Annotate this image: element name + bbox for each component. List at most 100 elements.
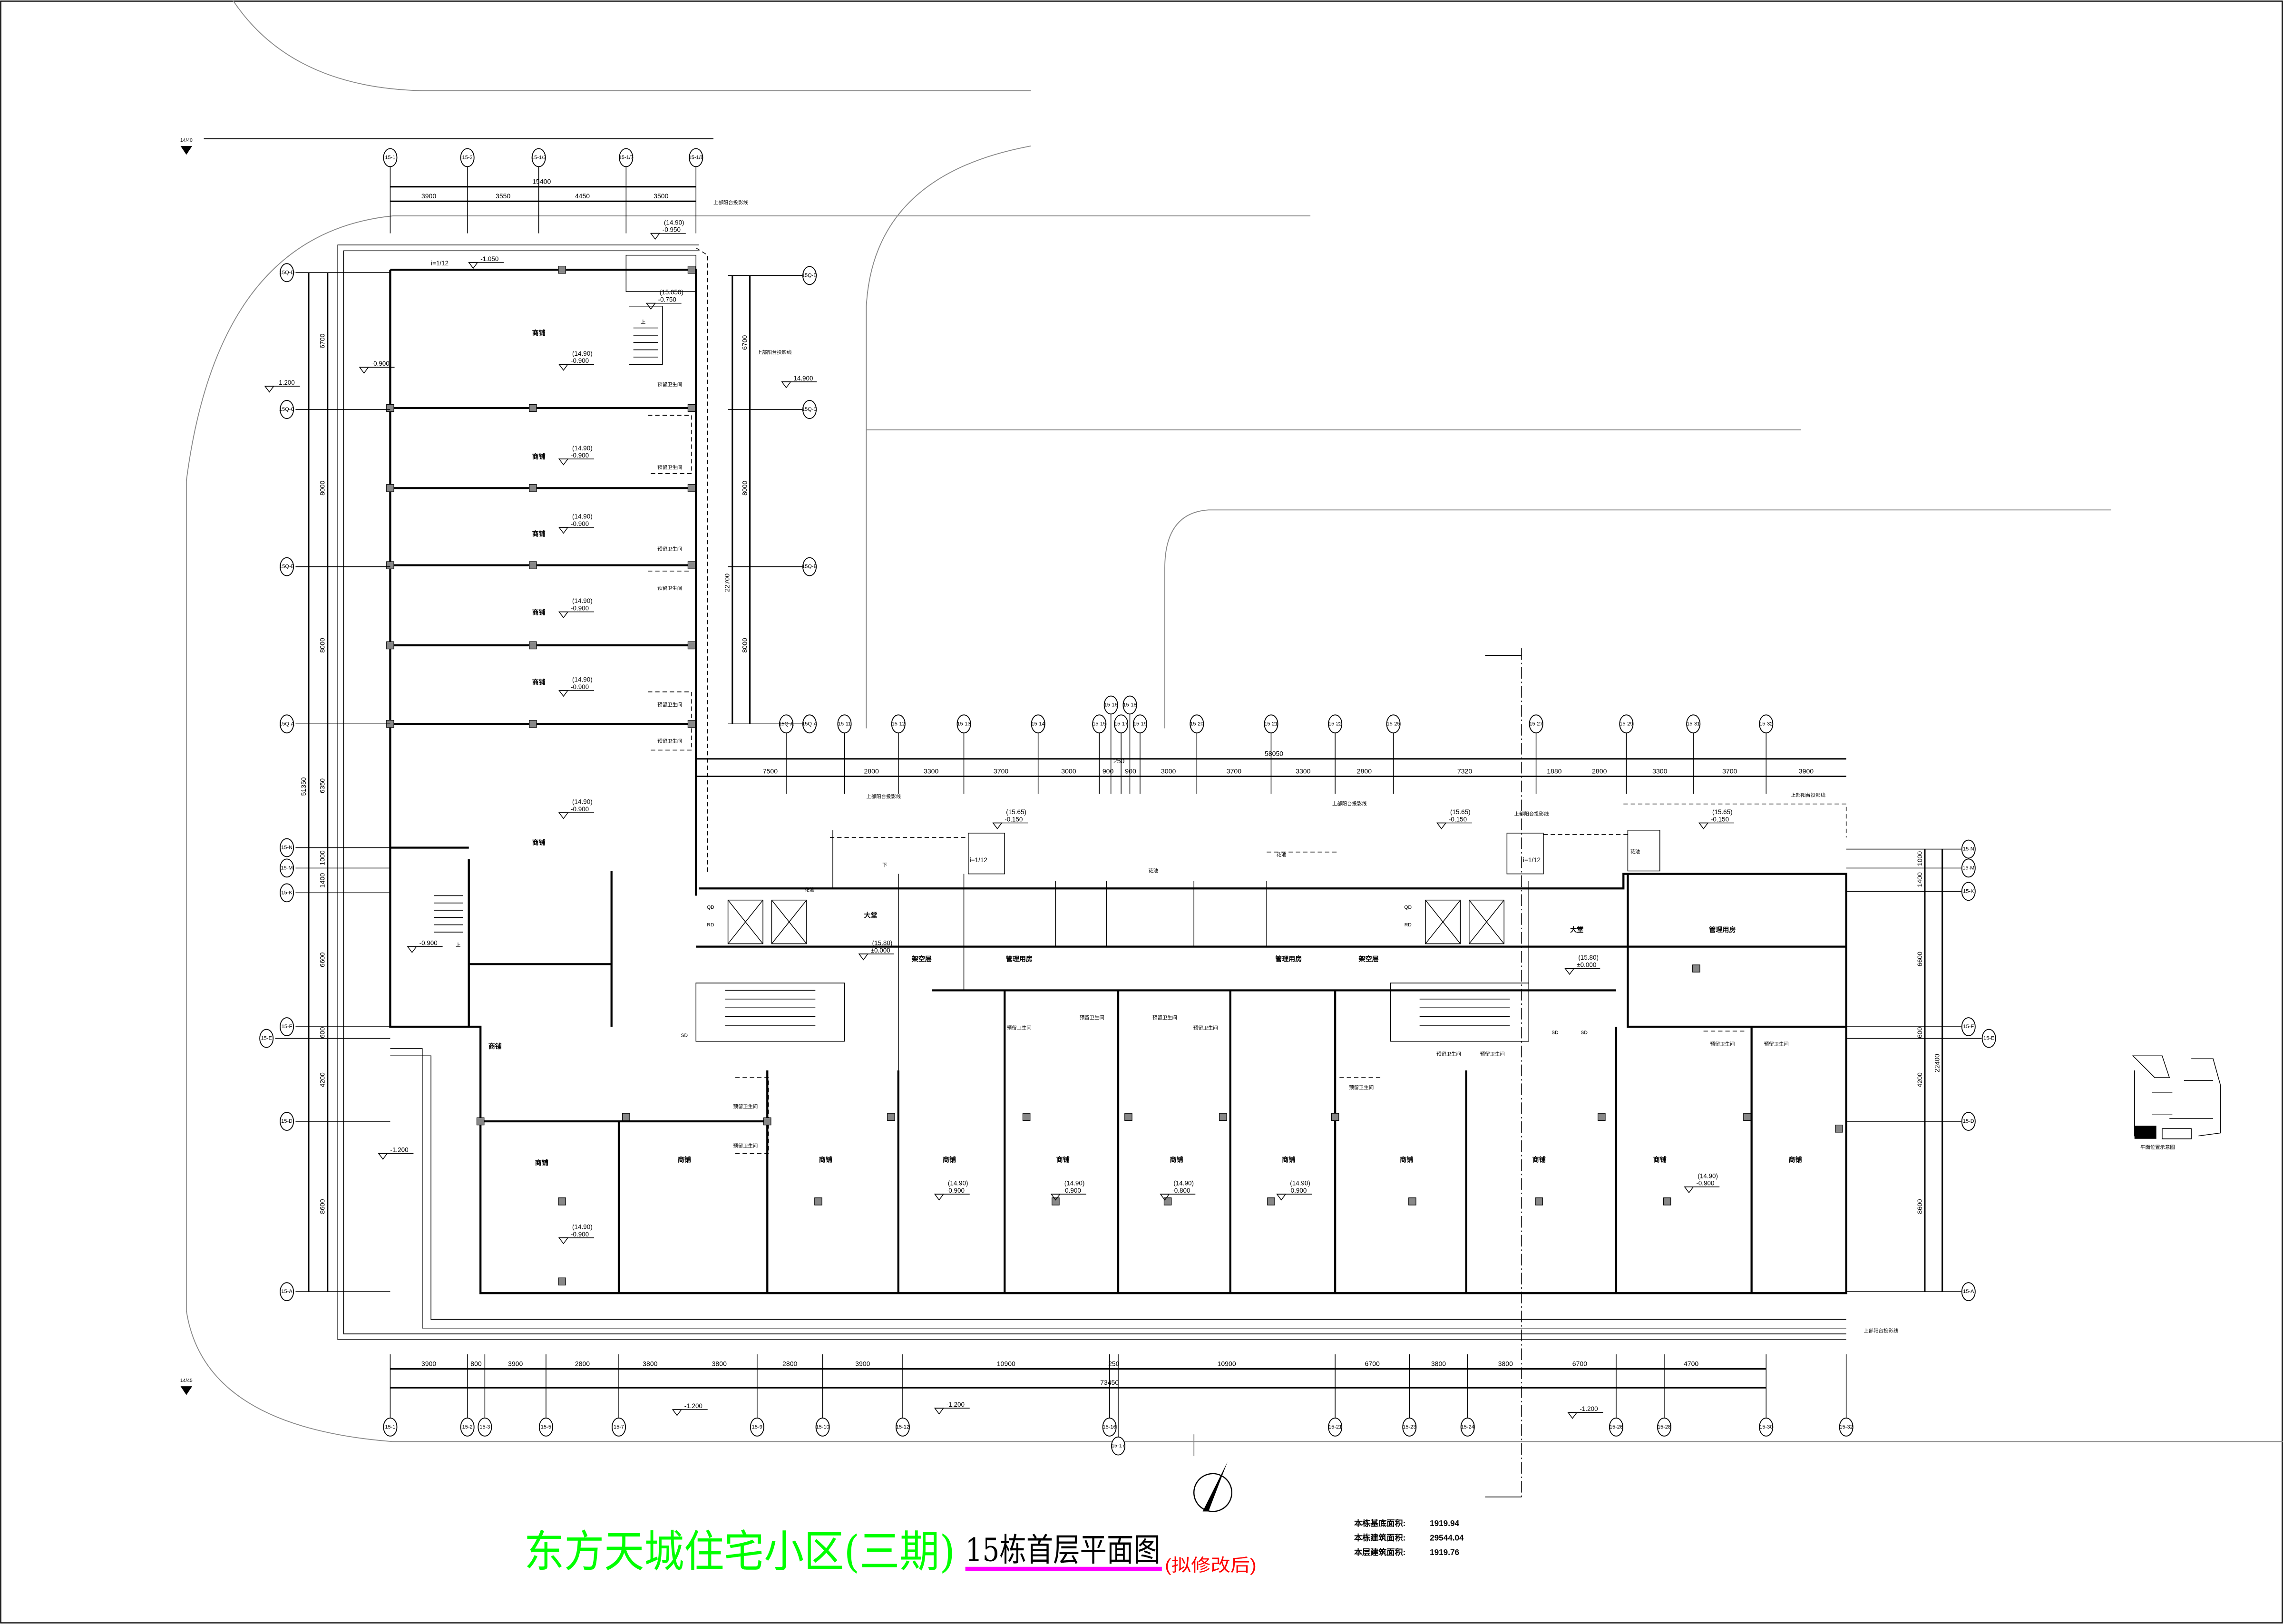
elevation-relative: -0.900	[571, 605, 589, 612]
grid-bubble-bottom: 15-16	[1102, 1417, 1117, 1437]
column	[386, 561, 394, 569]
dimension-value: 6700	[319, 333, 326, 348]
grid-bubble-bottom-label: 15-3	[479, 1424, 490, 1430]
grid-bubble-top-label: 15-2	[462, 155, 473, 160]
elevation-relative: ±0.000	[871, 947, 890, 954]
column	[386, 404, 394, 412]
elevation-relative: -0.900	[1696, 1180, 1714, 1187]
grid-bubble-middle-label: 15-29	[1620, 721, 1633, 727]
column	[687, 404, 696, 412]
stat-value-building-area: 29544.04	[1430, 1533, 1464, 1543]
elevation-mark: -0.900	[407, 940, 443, 953]
elevation-relative: -1.200	[946, 1401, 965, 1408]
grid-bubble-right-label: 15-N	[1963, 846, 1974, 852]
dimension-value: 8000	[741, 481, 748, 496]
grid-bubble-middle: 15-14	[1031, 714, 1045, 734]
grid-bubble-middle-label: 15-31	[1687, 721, 1700, 727]
dimension-value: 10900	[997, 1360, 1015, 1367]
elevation-mark: (14.90)-0.900	[558, 676, 594, 697]
grid-bubble-right: 15-D	[1961, 1112, 1976, 1131]
elevation-absolute: (14.90)	[1064, 1180, 1085, 1187]
toilet-label: 预留卫生间	[657, 702, 682, 708]
elevation-mark: (14.90)-0.900	[558, 513, 594, 534]
toilet-label: 预留卫生间	[1349, 1085, 1374, 1091]
elevation-mark: (15.65)-0.150	[1436, 808, 1472, 829]
shop-label: 商铺	[488, 1042, 502, 1050]
shop-label: 商铺	[532, 838, 546, 846]
elevation-absolute: (14.90)	[572, 445, 593, 452]
grid-bubble-middle-label: 15-13	[957, 721, 970, 727]
elevation-relative: -0.950	[663, 226, 681, 233]
grid-bubble-left: 15Q-D	[279, 263, 294, 282]
column	[1692, 964, 1700, 972]
shop-label: 商铺	[1056, 1156, 1070, 1164]
dimension-value: 3800	[643, 1360, 657, 1367]
toilet-label: 预留卫生间	[733, 1103, 758, 1109]
grid-bubble-left-label: 15Q-C	[279, 407, 294, 412]
elevation-mark: (14.90)-0.800	[1160, 1180, 1196, 1201]
grid-bubble-wing: 15Q-C	[802, 400, 817, 419]
column	[1408, 1197, 1416, 1206]
elevation-relative: -0.900	[571, 452, 589, 459]
grid-bubble-left: 15Q-B	[279, 557, 294, 576]
elevation-mark: (14.90)-0.900	[558, 798, 594, 819]
grid-bubble-middle-label: 15-12	[892, 721, 905, 727]
grid-bubble-top: 15-1/3	[531, 148, 546, 167]
column	[1219, 1113, 1227, 1121]
toilet-label: 预留卫生间	[1764, 1041, 1789, 1047]
grid-bubble-top: 15-1/8	[689, 148, 703, 167]
elevation-mark: (14.90)-0.900	[934, 1180, 970, 1201]
grid-bubble-wing-label: 15Q-D	[802, 272, 817, 278]
grid-bubble-right-label: 15-M	[1962, 865, 1974, 871]
dimension-value: 3000	[1061, 767, 1076, 775]
elevation-relative: -1.200	[390, 1146, 408, 1153]
project-title: 东方天城住宅小区(三期)	[524, 1527, 955, 1577]
elevation-absolute: (14.90)	[572, 1224, 593, 1231]
grid-bubble-middle: 15-27	[1529, 714, 1543, 734]
grid-bubble-middle: 15-22	[1328, 714, 1343, 734]
equipment-label-sd: SD	[1581, 1030, 1587, 1035]
elevation-mark: (14.90)-0.900	[1050, 1180, 1086, 1201]
site-roads	[185, 0, 2283, 1457]
stair-up-label: 上	[456, 943, 460, 948]
management-label: 管理用房	[1275, 955, 1302, 963]
grid-bubble-left: 15-A	[280, 1282, 294, 1302]
grid-bubble-middle: 15-16	[1103, 695, 1118, 715]
grid-bubble-bottom: 15-26	[1609, 1417, 1623, 1437]
grid-bubble-bottom: 15-10	[815, 1417, 830, 1437]
column	[1331, 1113, 1339, 1121]
grid-bubble-middle-label: 15-11	[838, 721, 851, 727]
column	[529, 404, 537, 412]
dimension-value: 250	[1113, 757, 1125, 765]
shop-label: 商铺	[535, 1159, 548, 1167]
site-walls	[337, 244, 1846, 1500]
balcony-projection-note: 上部阳台投影线	[1332, 801, 1367, 807]
grid-bubble-wing-label: 15Q-C	[802, 407, 817, 412]
dimension-total: 15400	[532, 178, 551, 185]
dimension-value: 3300	[1296, 767, 1310, 775]
column	[1743, 1113, 1751, 1121]
grid-bubble-left: 15-N	[280, 838, 294, 857]
drawing-title: 15栋首层平面图	[966, 1531, 1161, 1569]
dimension-value: 2800	[1592, 767, 1607, 775]
grid-bubble-bottom: 15-12	[895, 1417, 910, 1437]
grid-bubble-middle-label: 15-16	[1104, 702, 1118, 708]
grid-bubble-right: 15-K	[1961, 882, 1976, 901]
shop-label: 商铺	[532, 679, 546, 686]
shop-label: 商铺	[1170, 1156, 1183, 1164]
grid-bubble-bottom-label: 15-9	[752, 1424, 762, 1430]
dimension-value: 6600	[319, 952, 326, 967]
grid-bubble-bottom-label: 15-24	[1461, 1424, 1474, 1430]
stair-down-label: 下	[882, 863, 887, 868]
grid-bubble-wing: 15Q-D	[802, 266, 817, 285]
elevation-absolute: (15.65)	[1450, 808, 1471, 816]
grid-bubble-right: 15-M	[1961, 858, 1976, 878]
grid-bubble-middle: 15-29	[1619, 714, 1634, 734]
grid-bubble-bottom: 15-9	[750, 1417, 764, 1437]
elevation-mark: (15.65)-0.150	[992, 808, 1028, 829]
balcony-projection-note: 上部阳台投影线	[757, 350, 792, 356]
dimension-value: 3700	[1227, 767, 1241, 775]
dimension-value: 800	[470, 1360, 482, 1367]
ramp-slope-label: i=1/12	[1523, 856, 1541, 864]
